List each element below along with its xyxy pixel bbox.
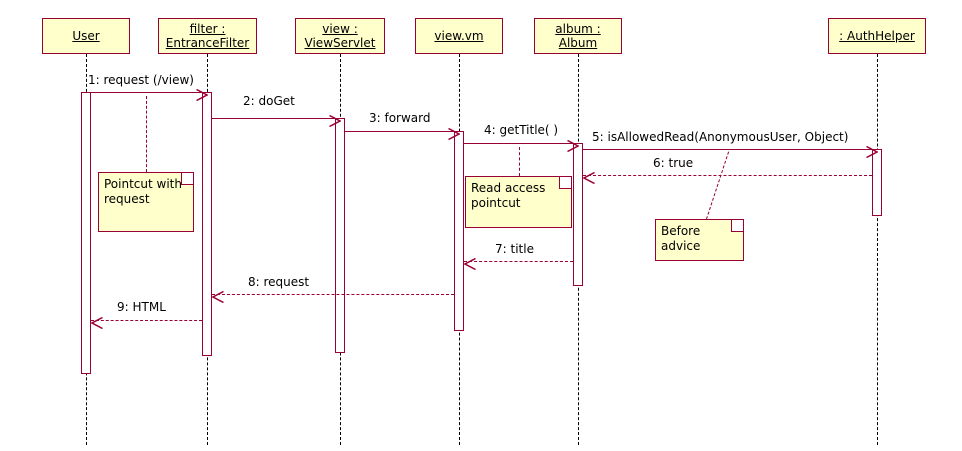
note-text-line2-n2: pointcut — [471, 196, 521, 210]
note-connector-n2 — [519, 147, 520, 176]
lifeline-name-line1-viewvm: view.vm — [434, 29, 484, 43]
note-fold-corner-n2 — [559, 177, 571, 189]
lifeline-header-viewvm[interactable]: view.vm — [415, 18, 503, 54]
message-arrowhead-m5 — [866, 143, 879, 159]
activation-bar-album — [573, 143, 583, 286]
message-arrowhead-m6 — [582, 169, 595, 185]
lifeline-name-line1-album: album : — [555, 22, 601, 36]
message-line-m2 — [212, 118, 340, 119]
activation-bar-view — [335, 118, 345, 353]
message-label-m1: 1: request (/view) — [88, 73, 194, 87]
lifeline-name-line1-view: view : — [322, 22, 358, 36]
note-text-line2-n3: advice — [661, 239, 701, 253]
message-arrowhead-m7 — [463, 255, 476, 271]
lifeline-header-view[interactable]: view :ViewServlet — [295, 18, 385, 54]
activation-bar-authhelper — [872, 149, 882, 216]
message-label-m8: 8: request — [248, 275, 310, 289]
message-arrowhead-m9 — [90, 314, 103, 330]
message-line-m1 — [86, 92, 207, 93]
message-line-m5 — [583, 149, 877, 150]
lifeline-name-line1-authhelper: : AuthHelper — [839, 29, 915, 43]
message-line-m3 — [345, 131, 459, 132]
message-line-m9 — [91, 320, 202, 321]
note-text-line1-n3: Before — [661, 224, 701, 238]
lifeline-header-album[interactable]: album :Album — [534, 18, 622, 54]
message-arrowhead-m1 — [196, 86, 209, 102]
note-connector-n1 — [146, 96, 147, 172]
lifeline-name-line2-view: ViewServlet — [304, 36, 376, 50]
lifeline-authhelper — [876, 54, 878, 445]
activation-bar-viewvm — [454, 131, 464, 331]
note-fold-corner-n1 — [181, 173, 193, 185]
message-line-m6 — [583, 175, 872, 176]
message-label-m7: 7: title — [495, 242, 534, 256]
message-label-m6: 6: true — [653, 156, 694, 170]
lifeline-name-line2-filter: EntranceFilter — [165, 36, 250, 50]
message-arrowhead-m2 — [329, 112, 342, 128]
message-label-m9: 9: HTML — [117, 300, 166, 314]
lifeline-name-line1-filter: filter : — [189, 22, 226, 36]
note-connector-n3 — [706, 152, 729, 220]
message-line-m7 — [464, 261, 573, 262]
message-line-m8 — [212, 294, 454, 295]
message-arrowhead-m8 — [211, 288, 224, 304]
message-label-m4: 4: getTitle( ) — [484, 123, 559, 137]
activation-bar-filter — [202, 92, 212, 356]
message-label-m3: 3: forward — [369, 111, 431, 125]
message-label-m5: 5: isAllowedRead(AnonymousUser, Object) — [592, 130, 849, 144]
note-text-line1-n1: Pointcut with — [104, 177, 182, 191]
lifeline-header-filter[interactable]: filter :EntranceFilter — [158, 18, 257, 54]
message-line-m4 — [464, 143, 578, 144]
message-arrowhead-m3 — [448, 125, 461, 141]
lifeline-name-line2-album: Album — [558, 36, 598, 50]
lifeline-header-user[interactable]: User — [42, 18, 130, 54]
lifeline-header-authhelper[interactable]: : AuthHelper — [828, 18, 926, 54]
message-label-m2: 2: doGet — [243, 94, 295, 108]
activation-bar-user — [81, 92, 91, 374]
note-text-line1-n2: Read access — [471, 181, 546, 195]
lifeline-name-line1-user: User — [72, 29, 100, 43]
message-arrowhead-m4 — [567, 137, 580, 153]
note-fold-corner-n3 — [731, 220, 743, 232]
note-text-line2-n1: request — [104, 192, 150, 206]
